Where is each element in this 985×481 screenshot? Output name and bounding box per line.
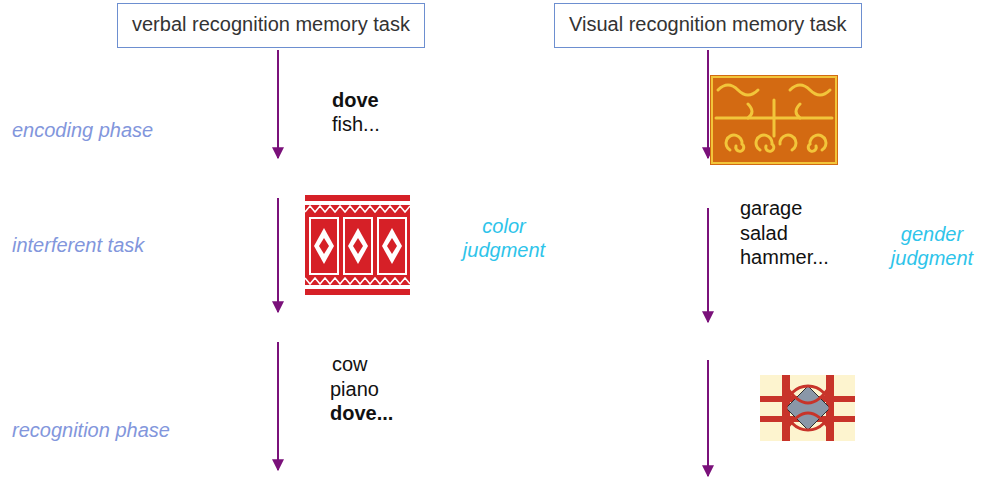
phase-arrows <box>278 50 708 476</box>
stimulus-word: cow <box>332 352 368 376</box>
header-text: Visual recognition memory task <box>569 12 847 36</box>
header-text: verbal recognition memory task <box>132 12 410 36</box>
phase-label: recognition phase <box>12 418 170 442</box>
stimulus-word: piano <box>330 377 379 401</box>
knot-picture <box>760 375 855 441</box>
phase-arrow <box>707 208 709 322</box>
phase-label: interferent task <box>12 233 144 257</box>
stimulus-word: hammer... <box>740 245 829 269</box>
textile-picture <box>305 195 410 295</box>
task-instruction: color judgment <box>446 214 562 262</box>
phase-label: encoding phase <box>12 118 153 142</box>
stimulus-word: fish... <box>332 112 380 136</box>
ornament-picture <box>710 75 838 165</box>
task-header-box: Visual recognition memory task <box>554 3 862 48</box>
stimulus-word: salad <box>740 221 788 245</box>
stimulus-word: garage <box>740 196 802 220</box>
task-header-box: verbal recognition memory task <box>117 3 425 48</box>
phase-arrow <box>277 50 279 158</box>
task-instruction: gender judgment <box>883 222 981 270</box>
phase-arrow <box>707 360 709 476</box>
stimulus-word: dove <box>332 88 379 112</box>
phase-arrow <box>707 50 709 158</box>
phase-arrow <box>277 198 279 312</box>
phase-arrow <box>277 342 279 470</box>
stimulus-word: dove... <box>330 401 393 425</box>
